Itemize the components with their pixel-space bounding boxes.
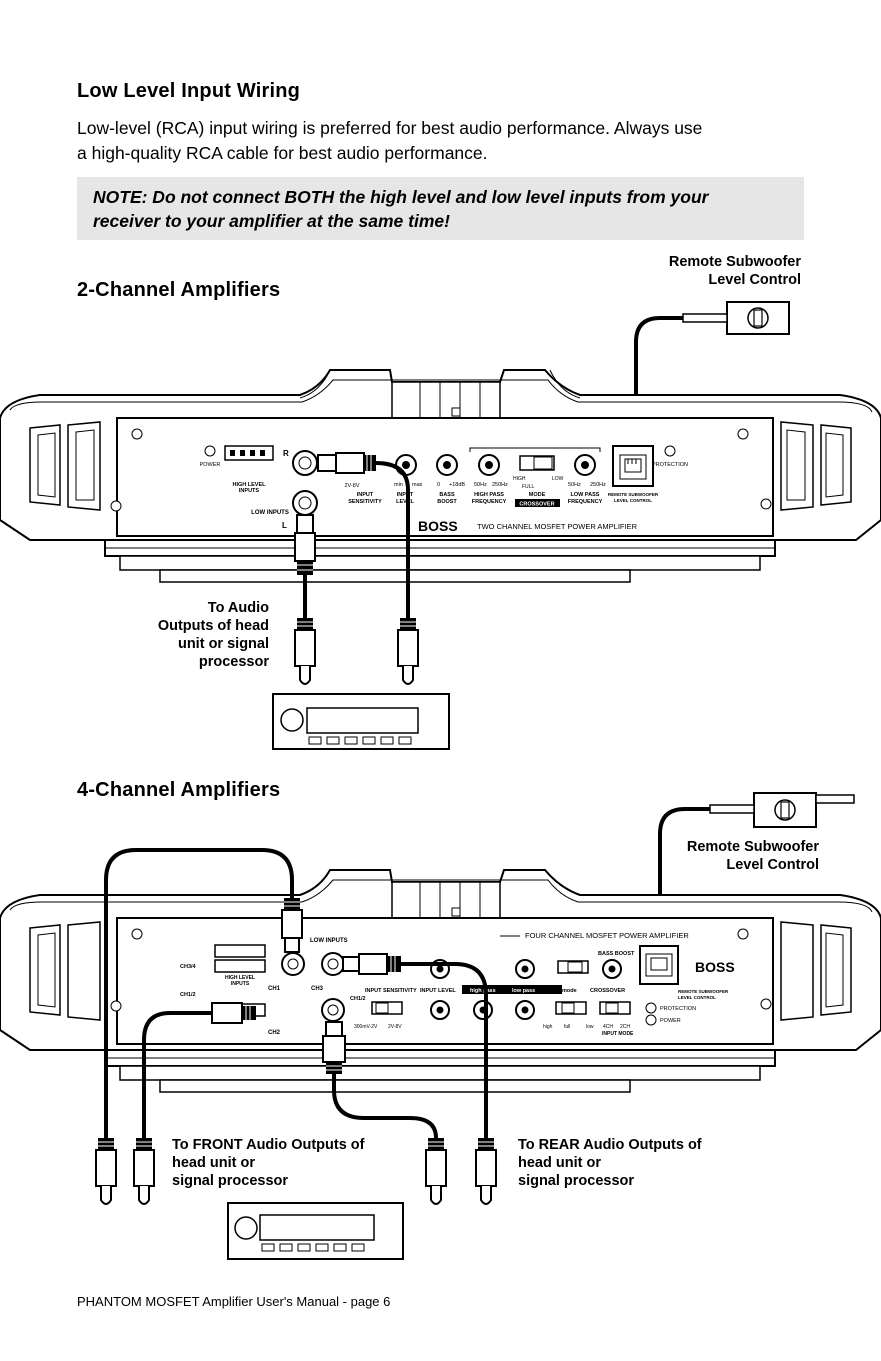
- note-box: [77, 177, 804, 240]
- diagram-4ch: FOUR CHANNEL MOSFET POWER AMPLIFIER CH3/…: [0, 792, 881, 1260]
- remote-cable-2ch: [634, 316, 683, 448]
- r-label-2ch: R: [283, 449, 289, 458]
- crossover-4ch: CROSSOVER: [590, 988, 625, 994]
- protection-label-2ch: PROTECTION: [652, 462, 688, 468]
- bass-boost-2ch-2: BOOST: [437, 499, 457, 505]
- low-inputs-4ch: LOW INPUTS: [310, 938, 348, 944]
- lp-max-2ch: 250Hz: [590, 482, 606, 488]
- head-unit-4ch: [227, 1202, 404, 1260]
- rca-cables-4ch: [95, 848, 497, 1205]
- ch12-ctrl-4ch: CH1/2: [350, 996, 366, 1002]
- sens-range-2-4ch: 2V-8V: [388, 1024, 402, 1030]
- ch1-4ch: CH1: [268, 986, 281, 992]
- low-pass-2ch-2: FREQUENCY: [568, 499, 603, 505]
- diagram-2ch: POWER HIGH LEVEL INPUTS R LOW INPUTS L H…: [0, 301, 881, 750]
- protection-4ch: PROTECTION: [660, 1006, 696, 1012]
- intro-line-1: Low-level (RCA) input wiring is preferre…: [77, 118, 703, 138]
- high-level-label-2ch: HIGH LEVEL: [232, 482, 266, 488]
- head-unit-2ch: [272, 693, 450, 750]
- hp-min-2ch: 50Hz: [474, 482, 487, 488]
- page-heading: Low Level Input Wiring: [77, 80, 301, 102]
- input-sens-2ch: INPUT: [357, 492, 374, 498]
- input-level-2ch: INPUT: [397, 492, 414, 498]
- brand-4ch: BOSS: [695, 959, 735, 975]
- mode-full-2ch: FULL: [522, 484, 534, 490]
- brand-2ch: BOSS: [418, 518, 458, 534]
- mode-high-2ch: HIGH: [513, 476, 526, 482]
- sens-range-2ch: 2V-8V: [345, 483, 360, 489]
- max-2ch: max: [412, 482, 423, 488]
- l-label-2ch: L: [282, 521, 287, 530]
- lp-min-2ch: 50Hz: [568, 482, 581, 488]
- high-pass-2ch: HIGH PASS: [474, 492, 504, 498]
- high-level-4ch: HIGH LEVEL: [225, 975, 255, 981]
- mode-high-4ch: high: [543, 1024, 553, 1030]
- front-label: To FRONT Audio Outputs of head unit or s…: [172, 1137, 365, 1189]
- input-sens-4ch: INPUT SENSITIVITY: [365, 988, 417, 994]
- remote-controller-4ch: [709, 792, 855, 828]
- high-level-label-2ch-2: INPUTS: [239, 488, 260, 494]
- remote-port-4ch: REMOTE SUBWOOFER: [678, 989, 729, 994]
- intro-line-2: a high-quality RCA cable for best audio …: [77, 143, 488, 163]
- remote-port-label-2ch: REMOTE SUBWOOFER: [608, 492, 659, 497]
- note-line-1: NOTE: Do not connect BOTH the high level…: [93, 187, 709, 207]
- model-4ch: FOUR CHANNEL MOSFET POWER AMPLIFIER: [525, 931, 689, 940]
- ch34-hl-4ch: CH3/4: [180, 964, 197, 970]
- mode-low-2ch: LOW: [552, 476, 564, 482]
- ch2-4ch: CH2: [268, 1030, 281, 1036]
- input-mode-4ch-opt: 4CH: [603, 1024, 613, 1030]
- input-sens-2ch-2: SENSITIVITY: [348, 499, 382, 505]
- power-label-2ch: POWER: [200, 462, 221, 468]
- mode-low-4ch: low: [586, 1024, 594, 1030]
- section-2ch-title: 2-Channel Amplifiers: [77, 279, 281, 301]
- bass-boost-2ch: BASS: [439, 492, 455, 498]
- ch12-hl-4ch: CH1/2: [180, 992, 196, 998]
- ch3-4ch: CH3: [311, 986, 324, 992]
- bass-boost-4ch: BASS BOOST: [598, 951, 635, 957]
- crossover-label-2ch: CROSSOVER: [519, 502, 554, 508]
- remote-cable-4ch: [658, 807, 710, 960]
- low-pass-4ch: low pass: [512, 988, 535, 994]
- rear-label: To REAR Audio Outputs of head unit or si…: [518, 1137, 702, 1189]
- input-level-2ch-2: LEVEL: [396, 499, 414, 505]
- high-pass-2ch-2: FREQUENCY: [472, 499, 507, 505]
- hp-max-2ch: 250Hz: [492, 482, 508, 488]
- power-4ch: POWER: [660, 1018, 681, 1024]
- section-4ch-title: 4-Channel Amplifiers: [77, 779, 281, 801]
- amplifier-2ch: POWER HIGH LEVEL INPUTS R LOW INPUTS L H…: [0, 369, 881, 583]
- remote-controller-2ch: [682, 301, 790, 335]
- low-pass-2ch: LOW PASS: [571, 492, 600, 498]
- note-line-2: receiver to your amplifier at the same t…: [93, 211, 450, 231]
- sens-range-1-4ch: 300mV-2V: [354, 1024, 378, 1030]
- input-mode-2ch-opt: 2CH: [620, 1024, 630, 1030]
- high-pass-4ch: high pass: [470, 988, 496, 994]
- input-level-4ch: INPUT LEVEL: [420, 988, 456, 994]
- min-2ch: min: [394, 482, 403, 488]
- bass-max-2ch: +18dB: [449, 482, 465, 488]
- low-inputs-label-2ch: LOW INPUTS: [251, 510, 289, 516]
- mode-label-2ch: MODE: [529, 492, 546, 498]
- bass-min-2ch: 0: [437, 482, 440, 488]
- page-footer: PHANTOM MOSFET Amplifier User's Manual -…: [77, 1294, 391, 1309]
- mode-4ch: mode: [562, 988, 577, 994]
- high-level-4ch-2: INPUTS: [231, 981, 250, 987]
- mode-full-4ch: full: [564, 1024, 570, 1030]
- rca-cables-2ch: [294, 452, 419, 685]
- input-mode-label-4ch: INPUT MODE: [602, 1031, 634, 1037]
- remote-port-4ch-2: LEVEL CONTROL: [678, 995, 716, 1000]
- amplifier-4ch: FOUR CHANNEL MOSFET POWER AMPLIFIER CH3/…: [0, 869, 881, 1093]
- model-2ch: TWO CHANNEL MOSFET POWER AMPLIFIER: [477, 522, 638, 531]
- audio-label-2ch: To Audio Outputs of head unit or signal …: [157, 600, 269, 670]
- remote-port-label-2ch-2: LEVEL CONTROL: [614, 498, 652, 503]
